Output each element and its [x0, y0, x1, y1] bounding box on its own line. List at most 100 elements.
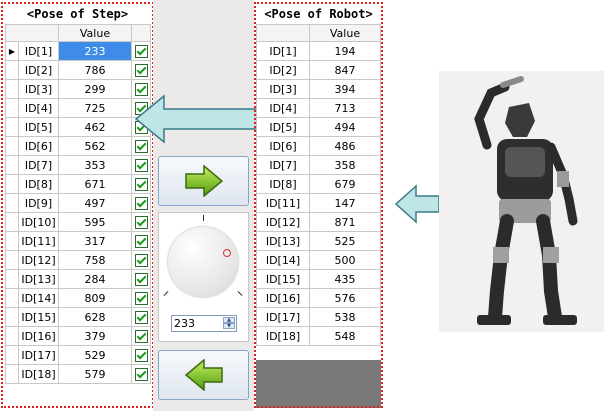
row-selector[interactable]	[5, 269, 19, 289]
step-id-cell: ID[11]	[18, 231, 59, 251]
step-row[interactable]: ID[12]758	[5, 250, 151, 270]
step-row[interactable]: ID[18]579	[5, 364, 151, 384]
step-value-header: Value	[58, 24, 132, 42]
step-value-cell[interactable]: 758	[58, 250, 132, 270]
row-selector[interactable]	[5, 364, 19, 384]
step-row[interactable]: ID[9]497	[5, 193, 151, 213]
step-value-cell[interactable]: 379	[58, 326, 132, 346]
position-knob[interactable]	[168, 227, 238, 297]
step-id-cell: ID[14]	[18, 288, 59, 308]
row-selector[interactable]	[5, 231, 19, 251]
enable-checkbox[interactable]	[134, 177, 148, 191]
robot-id-cell: ID[12]	[256, 212, 310, 232]
row-selector[interactable]	[5, 345, 19, 365]
robot-value-cell: 394	[309, 79, 381, 99]
row-selector[interactable]	[5, 250, 19, 270]
row-selector[interactable]	[5, 307, 19, 327]
row-selector[interactable]	[5, 174, 19, 194]
step-enable-cell	[131, 174, 151, 194]
enable-checkbox[interactable]	[134, 348, 148, 362]
robot-value-cell: 548	[309, 326, 381, 346]
robot-id-cell: ID[5]	[256, 117, 310, 137]
step-enable-cell	[131, 288, 151, 308]
enable-checkbox[interactable]	[134, 44, 148, 58]
step-value-cell[interactable]: 628	[58, 307, 132, 327]
step-row[interactable]: ID[7]353	[5, 155, 151, 175]
step-enable-cell	[131, 155, 151, 175]
robot-value-cell: 576	[309, 288, 381, 308]
row-selector[interactable]	[5, 98, 19, 118]
step-row[interactable]: ID[11]317	[5, 231, 151, 251]
step-row[interactable]: ID[10]595	[5, 212, 151, 232]
current-row-arrow-icon[interactable]: ▶	[5, 41, 19, 61]
step-value-cell[interactable]: 299	[58, 79, 132, 99]
step-value-cell[interactable]: 353	[58, 155, 132, 175]
enable-checkbox[interactable]	[134, 82, 148, 96]
step-row[interactable]: ID[4]725	[5, 98, 151, 118]
row-selector[interactable]	[5, 79, 19, 99]
row-selector[interactable]	[5, 136, 19, 156]
step-row[interactable]: ID[16]379	[5, 326, 151, 346]
enable-checkbox[interactable]	[134, 291, 148, 305]
robot-id-cell: ID[13]	[256, 231, 310, 251]
robot-id-cell: ID[6]	[256, 136, 310, 156]
robot-id-header	[256, 24, 310, 42]
row-selector[interactable]	[5, 326, 19, 346]
step-value-cell[interactable]: 595	[58, 212, 132, 232]
enable-checkbox[interactable]	[134, 272, 148, 286]
position-spinbox[interactable]: 233 ▲ ▼	[171, 315, 237, 332]
step-row[interactable]: ID[15]628	[5, 307, 151, 327]
spin-up-icon[interactable]: ▲	[223, 317, 235, 323]
enable-checkbox[interactable]	[134, 253, 148, 267]
step-row[interactable]: ID[6]562	[5, 136, 151, 156]
step-row[interactable]: ID[8]671	[5, 174, 151, 194]
step-value-cell[interactable]: 579	[58, 364, 132, 384]
step-row[interactable]: ID[13]284	[5, 269, 151, 289]
robot-row: ID[4]713	[256, 98, 381, 118]
row-selector[interactable]	[5, 155, 19, 175]
step-value-cell[interactable]: 529	[58, 345, 132, 365]
row-selector[interactable]	[5, 60, 19, 80]
enable-checkbox[interactable]	[134, 234, 148, 248]
enable-checkbox[interactable]	[134, 196, 148, 210]
row-selector[interactable]	[5, 288, 19, 308]
enable-checkbox[interactable]	[134, 367, 148, 381]
send-to-robot-button[interactable]	[158, 156, 249, 206]
step-row[interactable]: ID[17]529	[5, 345, 151, 365]
fetch-from-robot-button[interactable]	[158, 350, 249, 400]
enable-checkbox[interactable]	[134, 63, 148, 77]
step-value-cell[interactable]: 233	[58, 41, 132, 61]
step-enable-cell	[131, 41, 151, 61]
step-value-cell[interactable]: 786	[58, 60, 132, 80]
knob-indicator-dot	[223, 249, 231, 257]
enable-checkbox[interactable]	[134, 329, 148, 343]
step-row[interactable]: ▶ID[1]233	[5, 41, 151, 61]
step-value-cell[interactable]: 809	[58, 288, 132, 308]
step-value-cell[interactable]: 562	[58, 136, 132, 156]
enable-checkbox[interactable]	[134, 215, 148, 229]
robot-id-cell: ID[2]	[256, 60, 310, 80]
step-row[interactable]: ID[2]786	[5, 60, 151, 80]
enable-checkbox[interactable]	[134, 158, 148, 172]
step-row[interactable]: ID[3]299	[5, 79, 151, 99]
row-selector[interactable]	[5, 117, 19, 137]
spin-down-icon[interactable]: ▼	[223, 323, 235, 329]
step-value-cell[interactable]: 462	[58, 117, 132, 137]
robot-value-cell: 486	[309, 136, 381, 156]
row-selector[interactable]	[5, 212, 19, 232]
robot-id-cell: ID[15]	[256, 269, 310, 289]
row-selector[interactable]	[5, 193, 19, 213]
step-value-cell[interactable]: 671	[58, 174, 132, 194]
enable-checkbox[interactable]	[134, 310, 148, 324]
step-row[interactable]: ID[14]809	[5, 288, 151, 308]
robot-id-cell: ID[11]	[256, 193, 310, 213]
robot-row: ID[3]394	[256, 79, 381, 99]
enable-checkbox[interactable]	[134, 139, 148, 153]
robot-id-cell: ID[3]	[256, 79, 310, 99]
step-row[interactable]: ID[5]462	[5, 117, 151, 137]
step-value-cell[interactable]: 284	[58, 269, 132, 289]
step-value-cell[interactable]: 725	[58, 98, 132, 118]
step-value-cell[interactable]: 497	[58, 193, 132, 213]
step-value-cell[interactable]: 317	[58, 231, 132, 251]
